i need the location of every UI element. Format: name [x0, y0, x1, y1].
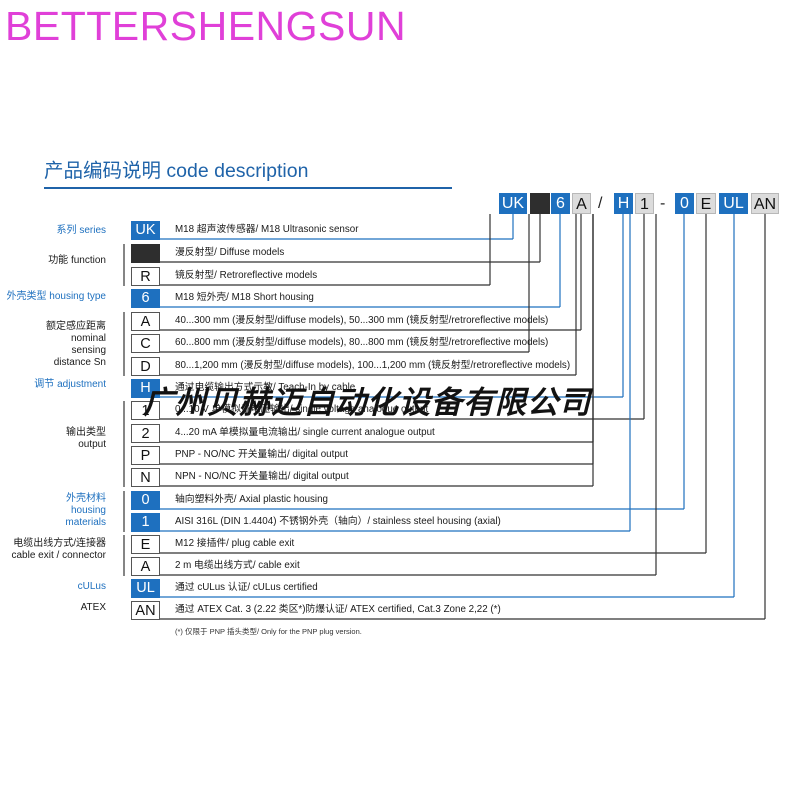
label-housing-materials: 外壳材料 housing materials: [65, 493, 106, 529]
label-culus: cULus: [78, 581, 106, 593]
row-description: M18 短外壳/ M18 Short housing: [175, 292, 314, 303]
label-cable-exit: 电缆出线方式/连接器 cable exit / connector: [12, 538, 107, 562]
code-segment: AN: [751, 193, 779, 214]
row-description: 80...1,200 mm (漫反射型/diffuse models), 100…: [175, 360, 571, 371]
row-code-box: D: [131, 357, 160, 376]
page-title: 产品编码说明 code description: [44, 160, 309, 182]
label-sensing-nominal: nominal: [70, 333, 106, 344]
row-description: AISI 316L (DIN 1.4404) 不锈钢外壳（轴向）/ stainl…: [175, 516, 501, 527]
label-culus-text: cULus: [77, 581, 106, 592]
label-housing-type: 外壳类型 housing type: [7, 291, 107, 303]
row-description: 2 m 电缆出线方式/ cable exit: [175, 560, 300, 571]
code-segment: UK: [499, 193, 527, 214]
row-code-box: C: [131, 334, 160, 353]
row-code-box: 1: [131, 513, 160, 532]
row-code-box: H: [131, 379, 160, 398]
row-description: PNP - NO/NC 开关量输出/ digital output: [175, 449, 348, 460]
row-code-box: 0: [131, 491, 160, 510]
label-sensing-distance: 额定感应距离 nominal sensing distance Sn: [46, 321, 106, 369]
code-segment: H: [614, 193, 633, 214]
label-atex: ATEX: [81, 602, 106, 614]
row-description: 轴向塑料外壳/ Axial plastic housing: [175, 494, 328, 505]
label-cable-cn: 电缆出线方式/连接器: [13, 538, 106, 549]
row-description: M12 接插件/ plug cable exit: [175, 538, 295, 549]
row-description: 0...10 V 单模拟量电压输出/ single voltage analog…: [175, 404, 429, 415]
row-description: 通过电缆输出方式示教/ Teach-In by cable: [175, 382, 356, 393]
code-separator: -: [660, 195, 666, 212]
row-description: 漫反射型/ Diffuse models: [175, 247, 285, 258]
row-description: 镜反射型/ Retroreflective models: [175, 270, 318, 281]
code-separator: /: [598, 195, 603, 212]
label-series-text: 系列 series: [56, 225, 106, 236]
label-sensing-distance-sn: distance Sn: [53, 357, 106, 368]
row-description: 60...800 mm (漫反射型/diffuse models), 80...…: [175, 337, 549, 348]
label-atex-text: ATEX: [80, 602, 106, 613]
code-segment: 0: [675, 193, 694, 214]
label-output: 输出类型 output: [66, 427, 106, 451]
label-material-housing: housing: [70, 505, 106, 516]
label-output-en: output: [78, 439, 106, 450]
code-segment: 6: [551, 193, 570, 214]
label-adjustment: 调节 adjustment: [34, 379, 106, 391]
row-code-box: 6: [131, 289, 160, 308]
label-adjustment-text: 调节 adjustment: [34, 379, 106, 390]
row-description: 40...300 mm (漫反射型/diffuse models), 50...…: [175, 315, 549, 326]
row-code-box: UK: [131, 221, 160, 240]
label-material-cn: 外壳材料: [66, 493, 106, 504]
row-code-box: E: [131, 535, 160, 554]
row-description: 4...20 mA 单模拟量电流输出/ single current analo…: [175, 427, 435, 438]
row-code-box: AN: [131, 601, 160, 620]
label-cable-en: cable exit / connector: [11, 550, 107, 561]
row-code-box: P: [131, 446, 160, 465]
row-code-box: R: [131, 267, 160, 286]
label-output-cn: 输出类型: [66, 427, 106, 438]
footnote: (*) 仅限于 PNP 插头类型/ Only for the PNP plug …: [175, 627, 362, 636]
code-segment: [530, 193, 550, 214]
label-function-text: 功能 function: [48, 255, 106, 266]
label-series: 系列 series: [57, 225, 106, 237]
row-description: NPN - NO/NC 开关量输出/ digital output: [175, 471, 349, 482]
row-code-box: 2: [131, 424, 160, 443]
label-sensing-cn: 额定感应距离: [46, 321, 106, 332]
row-code-box: A: [131, 557, 160, 576]
row-code-box: N: [131, 468, 160, 487]
row-code-box: 1: [131, 401, 160, 420]
label-sensing-sensing: sensing: [71, 345, 106, 356]
row-description: 通过 cULus 认证/ cULus certified: [175, 582, 318, 593]
title-underline: [44, 187, 452, 189]
label-housing-type-text: 外壳类型 housing type: [6, 291, 107, 302]
code-segment: A: [572, 193, 591, 214]
row-code-box: [131, 244, 160, 263]
row-code-box: UL: [131, 579, 160, 598]
row-description: 通过 ATEX Cat. 3 (2.22 类区*)防爆认证/ ATEX cert…: [175, 604, 501, 615]
code-segment: 1: [635, 193, 654, 214]
row-description: M18 超声波传感器/ M18 Ultrasonic sensor: [175, 224, 359, 235]
code-segment: UL: [719, 193, 748, 214]
code-segment: E: [696, 193, 716, 214]
brand-logo-text: BETTERSHENGSUN: [5, 3, 407, 49]
row-code-box: A: [131, 312, 160, 331]
label-material-materials: materials: [65, 517, 106, 528]
company-watermark: 广州贝赫迈自动化设备有限公司: [143, 385, 591, 421]
label-function: 功能 function: [48, 255, 106, 267]
